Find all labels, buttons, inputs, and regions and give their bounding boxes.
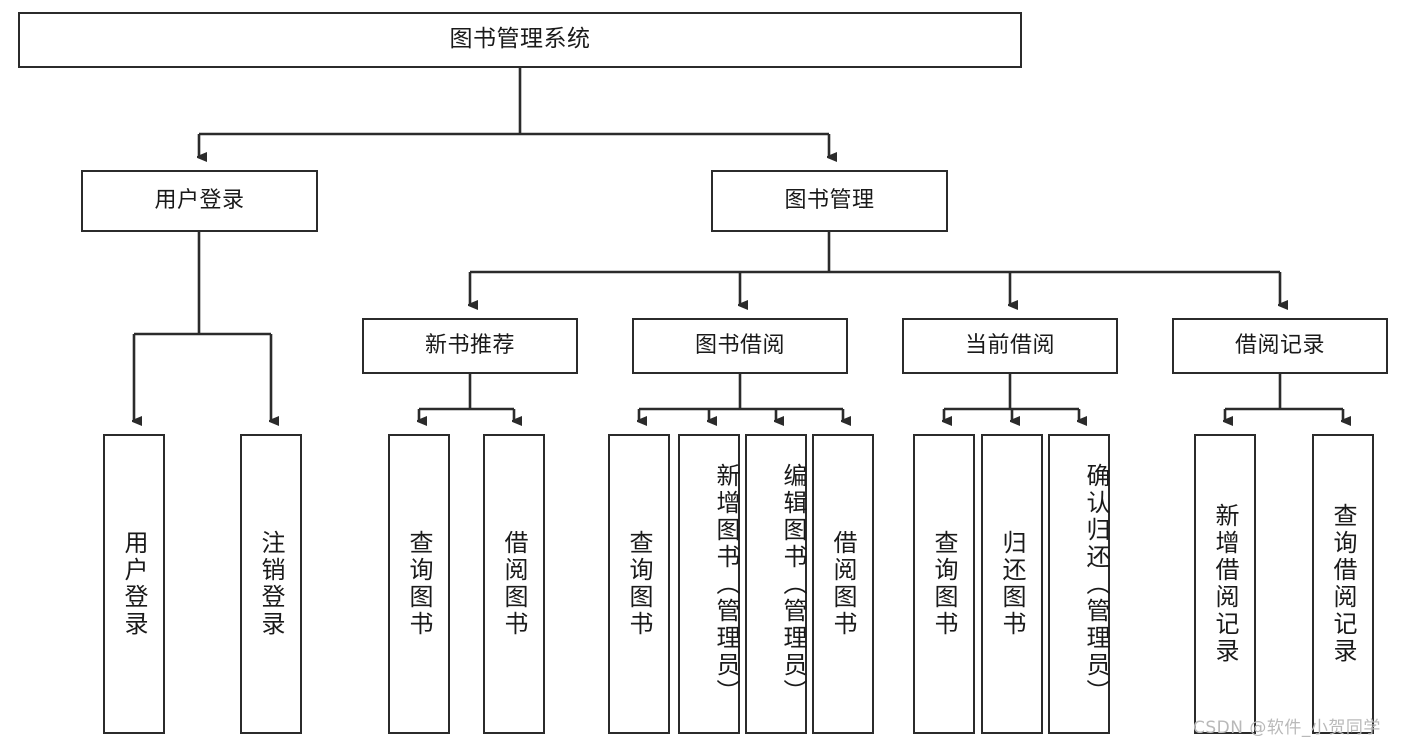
node-current-borrow-label: 当前借阅 (964, 333, 1055, 359)
node-leaf-user-logout-label: 注销登录 (257, 530, 285, 638)
node-leaf-edit-book[interactable]: 编辑图书（管理员） (745, 434, 807, 734)
node-leaf-query-book-3-label: 查询图书 (930, 530, 958, 638)
node-leaf-confirm-return-label: 确认归还（管理员） (1082, 462, 1110, 706)
node-leaf-query-book-1[interactable]: 查询图书 (388, 434, 450, 734)
node-leaf-borrow-book-1[interactable]: 借阅图书 (483, 434, 545, 734)
node-new-book-recommend[interactable]: 新书推荐 (362, 318, 578, 374)
node-new-book-recommend-label: 新书推荐 (424, 333, 515, 359)
node-leaf-return-book-label: 归还图书 (998, 530, 1026, 638)
node-leaf-return-book[interactable]: 归还图书 (981, 434, 1043, 734)
node-root[interactable]: 图书管理系统 (18, 12, 1022, 68)
watermark: CSDN @软件_小贺同学 (1193, 718, 1381, 738)
node-leaf-query-book-1-label: 查询图书 (405, 530, 433, 638)
node-leaf-query-book-2[interactable]: 查询图书 (608, 434, 670, 734)
node-leaf-add-borrow-record[interactable]: 新增借阅记录 (1194, 434, 1256, 734)
node-leaf-user-login-label: 用户登录 (120, 530, 148, 638)
node-user-login[interactable]: 用户登录 (81, 170, 318, 232)
node-leaf-add-borrow-record-label: 新增借阅记录 (1211, 503, 1239, 665)
node-borrow-record-label: 借阅记录 (1234, 333, 1325, 359)
node-book-manage[interactable]: 图书管理 (711, 170, 948, 232)
node-leaf-add-book[interactable]: 新增图书（管理员） (678, 434, 740, 734)
node-book-borrow[interactable]: 图书借阅 (632, 318, 848, 374)
node-current-borrow[interactable]: 当前借阅 (902, 318, 1118, 374)
node-leaf-query-borrow-record[interactable]: 查询借阅记录 (1312, 434, 1374, 734)
node-leaf-add-book-label: 新增图书（管理员） (712, 462, 740, 706)
node-leaf-borrow-book-1-label: 借阅图书 (500, 530, 528, 638)
node-root-label: 图书管理系统 (449, 26, 591, 53)
node-book-manage-label: 图书管理 (784, 188, 875, 214)
node-leaf-user-login[interactable]: 用户登录 (103, 434, 165, 734)
node-borrow-record[interactable]: 借阅记录 (1172, 318, 1388, 374)
node-book-borrow-label: 图书借阅 (694, 333, 785, 359)
node-leaf-edit-book-label: 编辑图书（管理员） (779, 462, 807, 706)
node-leaf-user-logout[interactable]: 注销登录 (240, 434, 302, 734)
node-leaf-query-book-3[interactable]: 查询图书 (913, 434, 975, 734)
node-leaf-confirm-return[interactable]: 确认归还（管理员） (1048, 434, 1110, 734)
node-leaf-borrow-book-2[interactable]: 借阅图书 (812, 434, 874, 734)
node-leaf-borrow-book-2-label: 借阅图书 (829, 530, 857, 638)
node-user-login-label: 用户登录 (154, 188, 245, 214)
node-leaf-query-book-2-label: 查询图书 (625, 530, 653, 638)
node-leaf-query-borrow-record-label: 查询借阅记录 (1329, 503, 1357, 665)
